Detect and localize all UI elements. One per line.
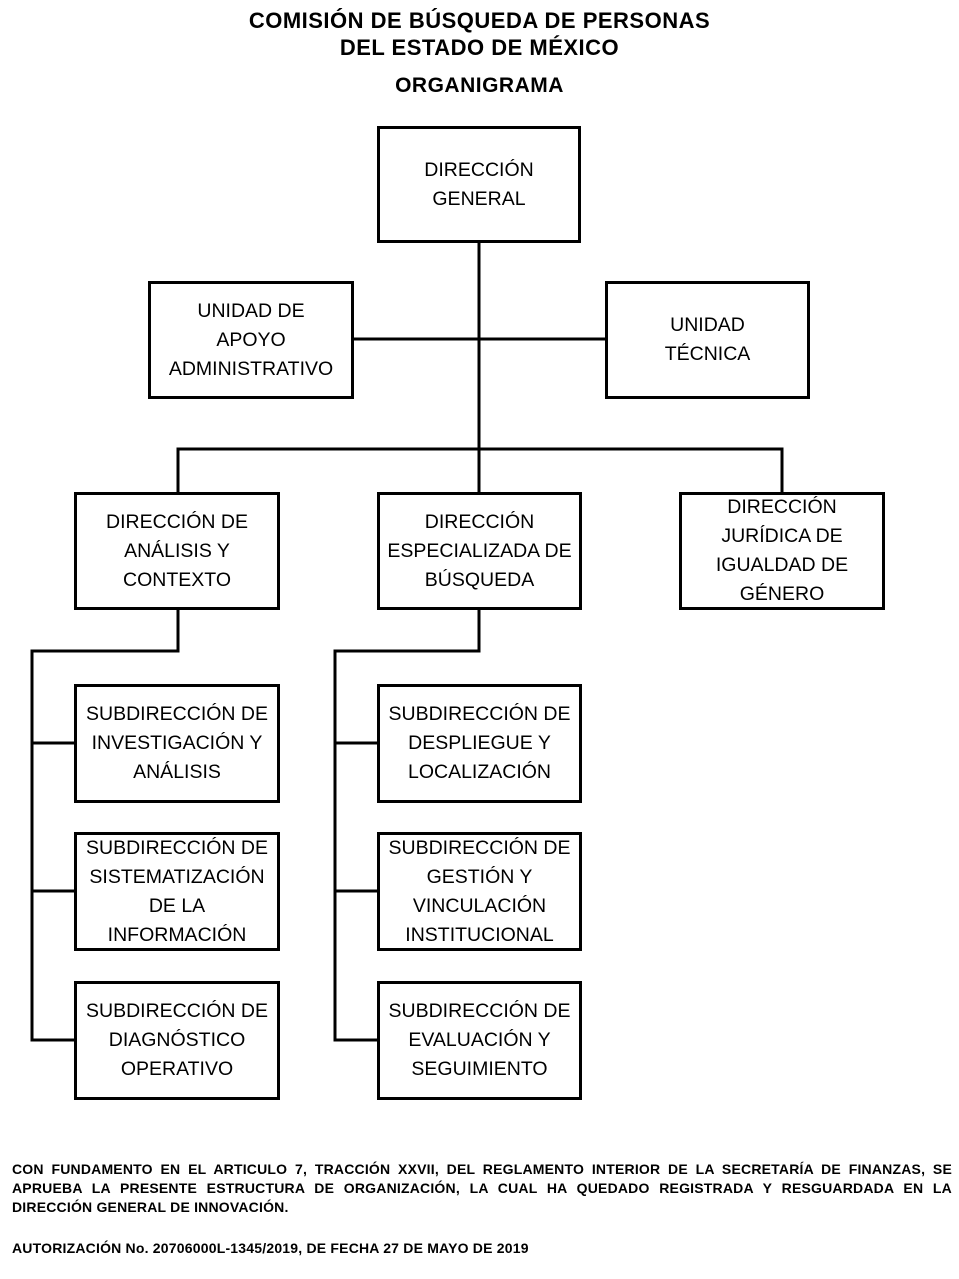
- box-line: VINCULACIÓN: [412, 894, 547, 917]
- box-line: GENERAL: [432, 187, 526, 210]
- box-line: SUBDIRECCIÓN DE: [85, 1000, 269, 1022]
- legal-note: CON FUNDAMENTO EN EL ARTICULO 7, TRACCIÓ…: [12, 1161, 952, 1215]
- document-title-line2: DEL ESTADO DE MÉXICO: [339, 35, 620, 60]
- box-line: SUBDIRECCIÓN DE: [85, 836, 269, 859]
- connector-busqueda-branch: [333, 607, 481, 1042]
- box-line: SUBDIRECCIÓN DE: [388, 1000, 571, 1022]
- box-line: ANÁLISIS: [133, 761, 221, 783]
- box-direccion-especializada: DIRECCIÓN ESPECIALIZADA DE BÚSQUEDA: [377, 492, 582, 610]
- box-sub-evaluacion: SUBDIRECCIÓN DE EVALUACIÓN Y SEGUIMIENTO: [377, 981, 582, 1100]
- box-sub-despliegue: SUBDIRECCIÓN DE DESPLIEGUE Y LOCALIZACIÓN: [377, 684, 582, 803]
- box-sub-sistematizacion: SUBDIRECCIÓN DE SISTEMATIZACIÓN DE LA INFOR…: [74, 832, 280, 951]
- box-line: IGUALDAD DE: [715, 554, 849, 576]
- box-line: SEGUIMIENTO: [411, 1058, 548, 1080]
- box-line: TÉCNICA: [664, 343, 751, 365]
- authorization-note: AUTORIZACIÓN No. 20706000L-1345/2019, DE…: [12, 1240, 529, 1256]
- box-line: SUBDIRECCIÓN DE: [388, 703, 571, 725]
- connector-analisis-branch: [30, 607, 180, 1042]
- box-sub-diagnostico: SUBDIRECCIÓN DE DIAGNÓSTICO OPERATIVO: [74, 981, 280, 1100]
- box-line: SUBDIRECCIÓN DE: [85, 703, 269, 725]
- box-line: ADMINISTRATIVO: [168, 357, 334, 380]
- box-direccion-analisis: DIRECCIÓN DE ANÁLISIS Y CONTEXTO: [74, 492, 280, 610]
- box-line: GÉNERO: [739, 583, 825, 605]
- box-line: DIRECCIÓN: [424, 510, 535, 533]
- box-unidad-apoyo-administrativo: UNIDAD DE APOYO ADMINISTRATIVO: [148, 281, 354, 399]
- box-sub-investigacion: SUBDIRECCIÓN DE INVESTIGACIÓN Y ANÁLISIS: [74, 684, 280, 803]
- connector-directions: [176, 447, 784, 495]
- box-line: SISTEMATIZACIÓN: [89, 865, 265, 888]
- box-unidad-tecnica: UNIDAD TÉCNICA: [605, 281, 810, 399]
- box-line: LOCALIZACIÓN: [407, 761, 552, 783]
- box-line: DIRECCIÓN: [424, 158, 534, 181]
- box-line: ESPECIALIZADA DE: [387, 539, 572, 562]
- box-line: INFORMACIÓN: [107, 923, 247, 946]
- box-line: INSTITUCIONAL: [405, 923, 554, 946]
- box-line: INVESTIGACIÓN Y: [91, 732, 263, 754]
- box-line: DIAGNÓSTICO: [108, 1029, 246, 1051]
- box-line: EVALUACIÓN Y: [408, 1029, 551, 1051]
- document-title-line1: COMISIÓN DE BÚSQUEDA DE PERSONAS: [248, 8, 711, 33]
- box-line: GESTIÓN Y: [426, 865, 533, 888]
- box-line: OPERATIVO: [120, 1058, 234, 1080]
- box-line: APOYO: [216, 328, 286, 351]
- box-line: SUBDIRECCIÓN DE: [388, 836, 571, 859]
- box-line: DESPLIEGUE Y: [408, 732, 551, 754]
- box-line: CONTEXTO: [123, 568, 231, 591]
- box-line: UNIDAD DE: [197, 299, 305, 322]
- box-line: DE LA: [148, 894, 206, 917]
- box-line: BÚSQUEDA: [424, 568, 535, 591]
- box-line: DIRECCIÓN: [727, 496, 837, 518]
- document-subtitle: ORGANIGRAMA: [395, 74, 564, 97]
- box-direccion-juridica: DIRECCIÓN JURÍDICA DE IGUALDAD DE GÉNERO: [679, 492, 885, 610]
- box-sub-gestion: SUBDIRECCIÓN DE GESTIÓN Y VINCULACIÓN INSTI…: [377, 832, 582, 951]
- box-line: UNIDAD: [670, 314, 745, 336]
- box-line: ANÁLISIS Y: [124, 539, 230, 562]
- box-line: DIRECCIÓN DE: [106, 510, 248, 533]
- box-direccion-general: DIRECCIÓN GENERAL: [377, 126, 581, 243]
- box-line: JURÍDICA DE: [721, 525, 843, 547]
